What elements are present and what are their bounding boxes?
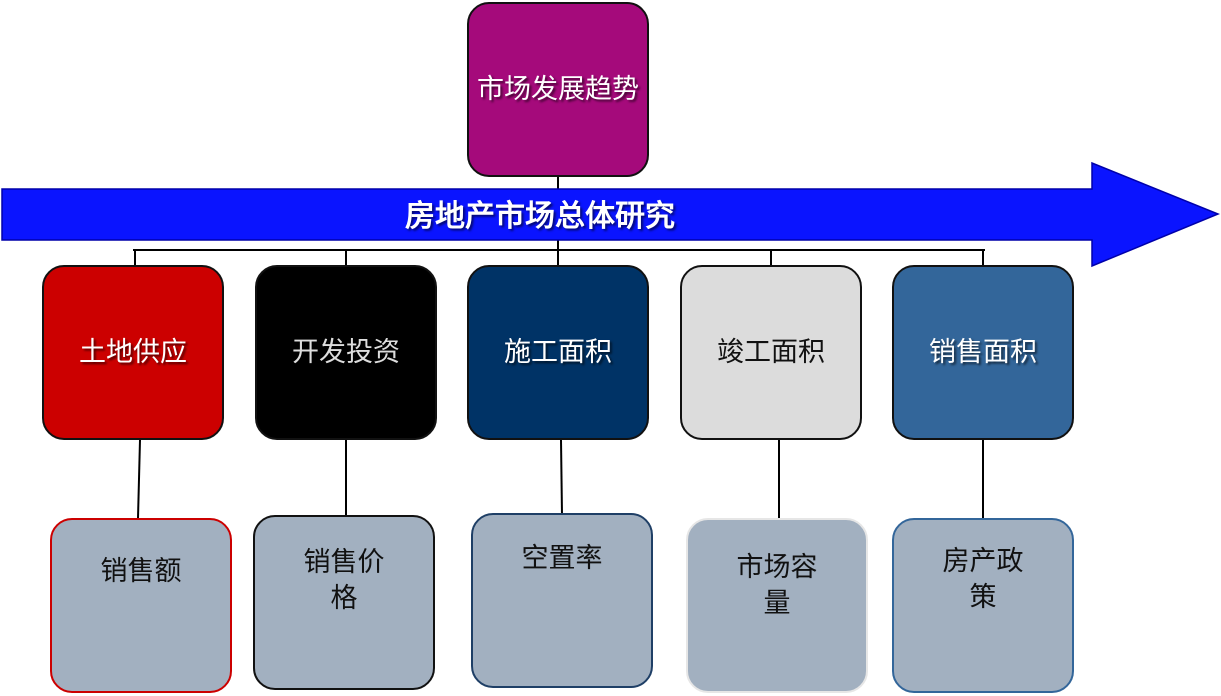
category-label: 施工面积 (504, 336, 612, 368)
category-label: 开发投资 (292, 336, 400, 368)
indicator-label: 销售价格 (303, 547, 385, 614)
connector-down-3 (560, 439, 563, 516)
main-arrow-shape (1, 161, 1220, 268)
connector-down-1 (137, 439, 141, 519)
indicator-box-market-capacity: 市场容量 (686, 518, 868, 693)
indicator-label: 房产政策 (942, 546, 1024, 613)
category-label: 竣工面积 (717, 336, 825, 368)
category-box-construction-area: 施工面积 (467, 265, 649, 440)
indicator-box-vacancy-rate: 空置率 (471, 513, 653, 688)
category-label: 销售面积 (929, 336, 1037, 368)
category-label: 土地供应 (79, 336, 187, 368)
top-node-box: 市场发展趋势 (467, 2, 649, 177)
indicator-label: 销售额 (100, 556, 182, 587)
category-box-development-investment: 开发投资 (255, 265, 437, 440)
indicator-label: 空置率 (521, 543, 603, 574)
indicator-label: 市场容量 (736, 552, 818, 619)
indicator-box-property-policy: 房产政策 (892, 518, 1074, 693)
category-box-sales-area: 销售面积 (892, 265, 1074, 440)
main-arrow-label: 房地产市场总体研究 (405, 199, 675, 234)
indicator-box-sales-amount: 销售额 (50, 518, 232, 693)
indicator-box-sales-price: 销售价格 (253, 515, 435, 690)
category-box-land-supply: 土地供应 (42, 265, 224, 440)
category-box-completed-area: 竣工面积 (680, 265, 862, 440)
top-node-label: 市场发展趋势 (477, 73, 639, 105)
